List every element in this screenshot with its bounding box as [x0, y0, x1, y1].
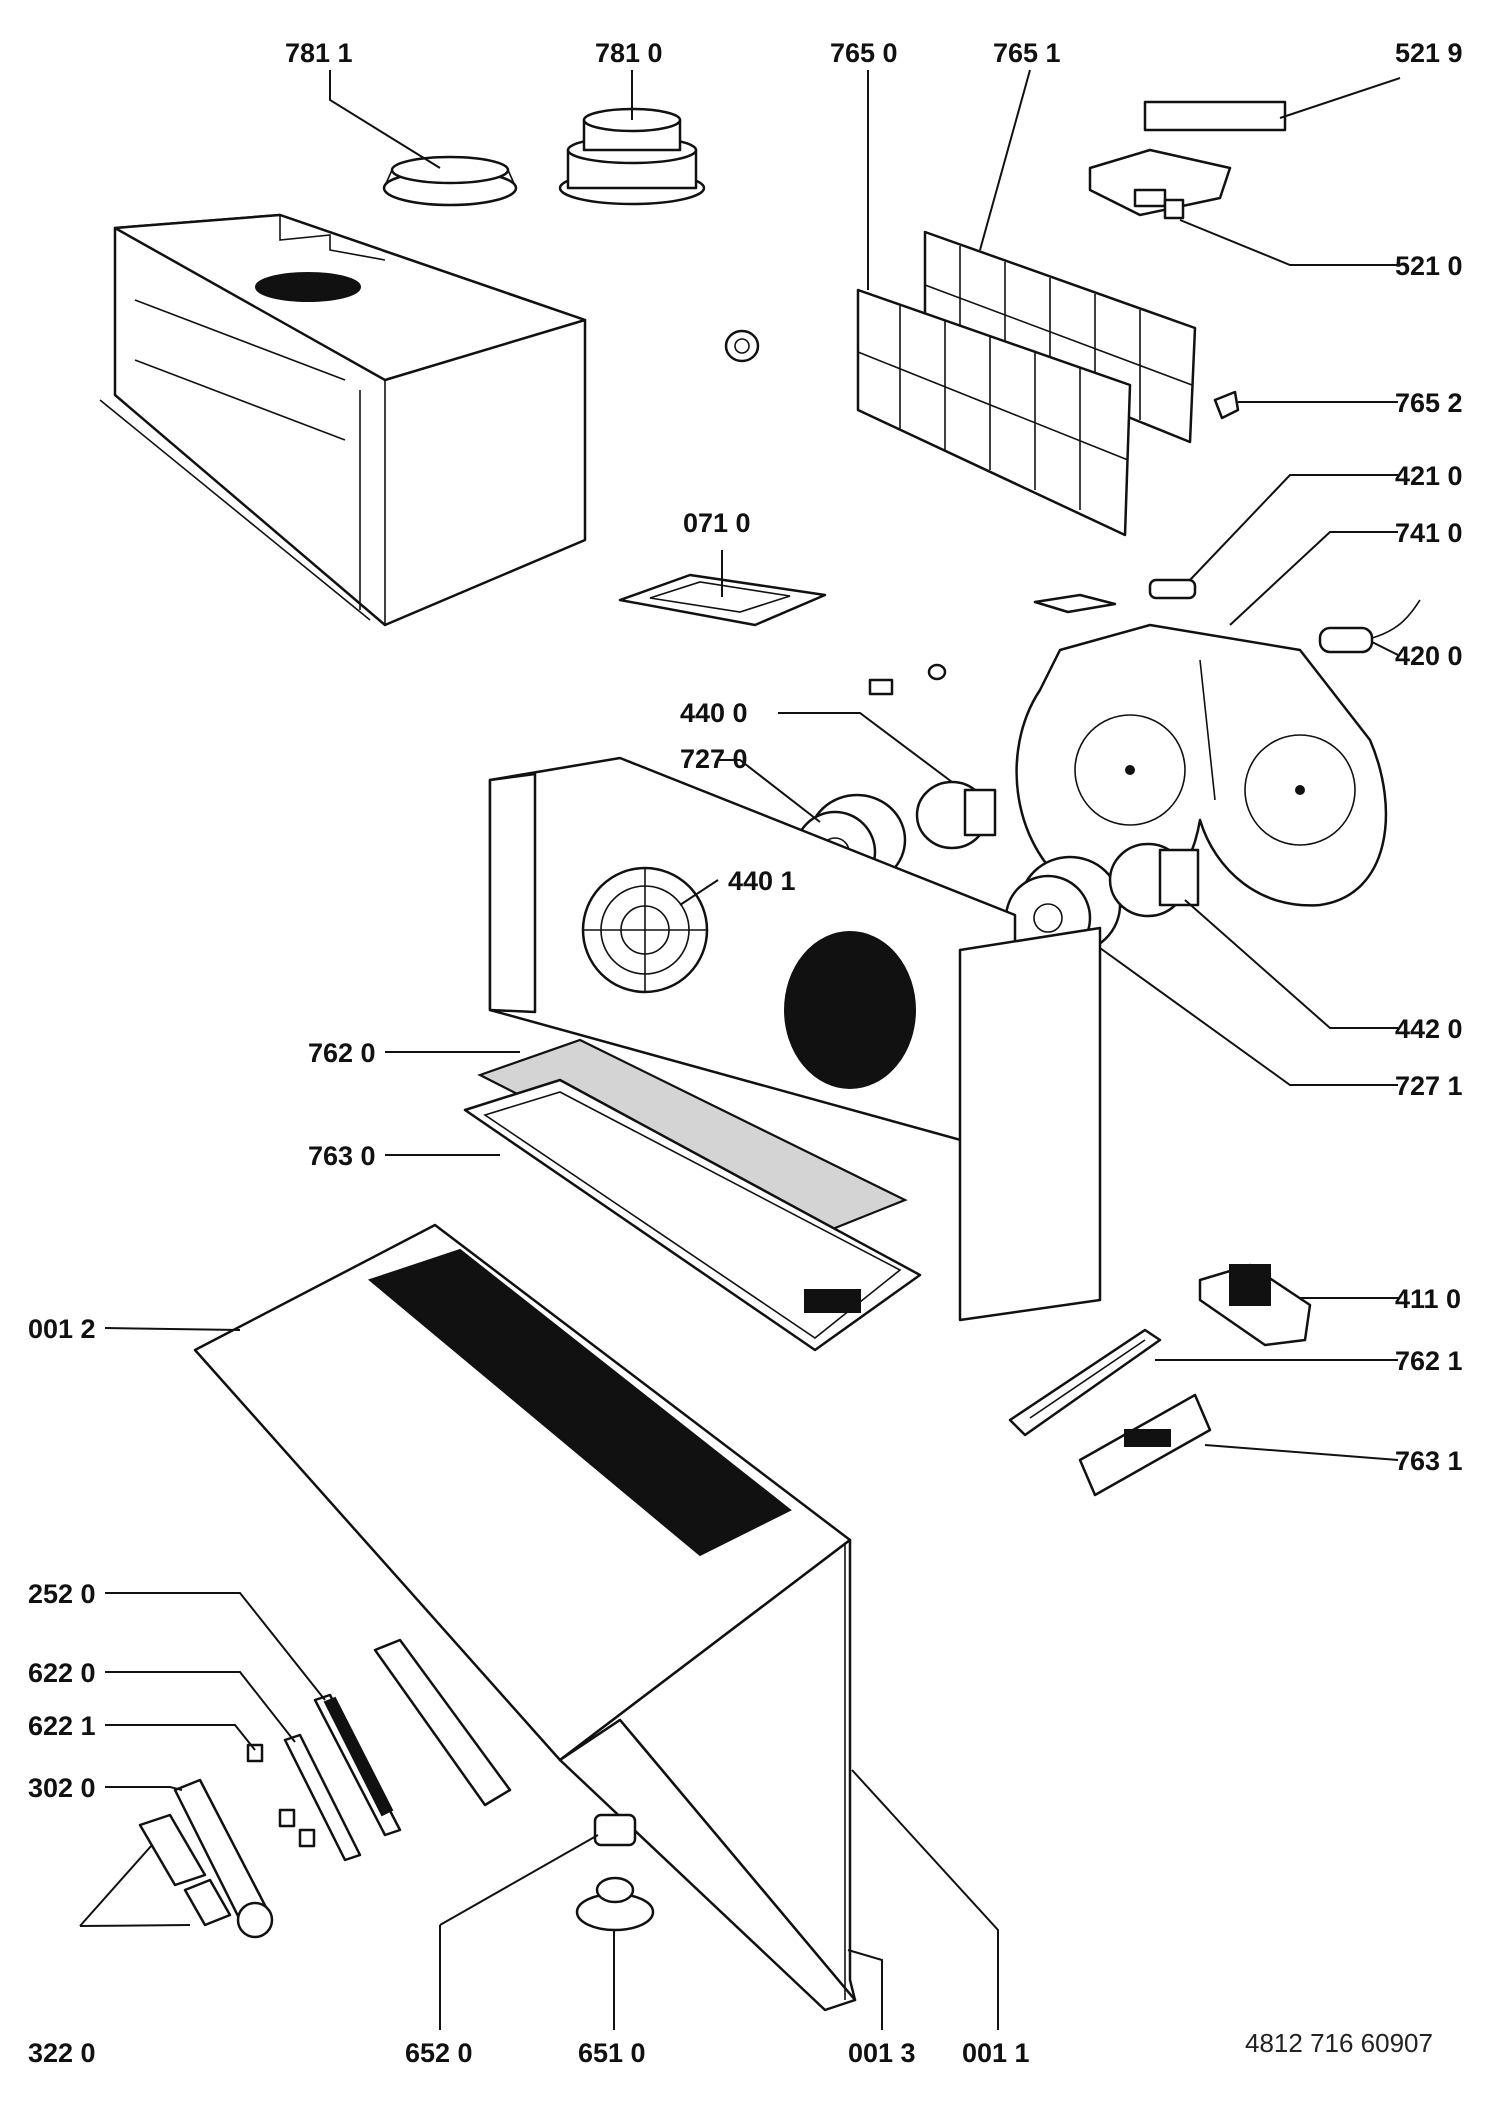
small-clip	[1213, 390, 1240, 420]
label-651-0: 651 0	[578, 2038, 646, 2068]
canopy-hood	[193, 1223, 857, 2012]
leader-lines	[79, 69, 1401, 2030]
motor-left	[915, 780, 997, 850]
outlet-collar-stepped	[558, 107, 706, 206]
motor-panel	[488, 756, 1102, 1322]
label-763-1: 763 1	[1395, 1446, 1463, 1476]
label-322-0: 322 0	[28, 2038, 96, 2068]
label-652-0: 652 0	[405, 2038, 473, 2068]
switch-plates	[138, 1813, 232, 1927]
label-420-0: 420 0	[1395, 641, 1463, 671]
label-727-0: 727 0	[680, 744, 748, 774]
label-741-0: 741 0	[1395, 518, 1463, 548]
part-labels: 781 1 781 0 765 0 765 1 521 9 521 0 765 …	[28, 38, 1463, 2068]
filter-catch	[1078, 1393, 1212, 1497]
transformer	[1198, 1263, 1312, 1347]
lampholder-knob	[575, 1876, 655, 1932]
label-762-0: 762 0	[308, 1038, 376, 1068]
label-765-2: 765 2	[1395, 388, 1463, 418]
label-765-0: 765 0	[830, 38, 898, 68]
switch-bracket	[1088, 100, 1287, 220]
label-763-0: 763 0	[308, 1141, 376, 1171]
filter-frame-front	[856, 288, 1132, 537]
label-521-9: 521 9	[1395, 38, 1463, 68]
knob-bracket	[173, 1778, 274, 1939]
switch-buttons	[246, 1743, 316, 1848]
label-440-1: 440 1	[728, 866, 796, 896]
label-071-0: 071 0	[683, 508, 751, 538]
label-765-1: 765 1	[993, 38, 1061, 68]
label-252-0: 252 0	[28, 1579, 96, 1609]
document-number: 4812 716 60907	[1245, 2028, 1433, 2058]
label-421-0: 421 0	[1395, 461, 1463, 491]
label-001-3: 001 3	[848, 2038, 916, 2068]
label-521-0: 521 0	[1395, 251, 1463, 281]
label-781-1: 781 1	[285, 38, 353, 68]
label-622-1: 622 1	[28, 1711, 96, 1741]
label-762-1: 762 1	[1395, 1346, 1463, 1376]
filter-grid-frame	[463, 1078, 922, 1352]
capacitor-and-wires	[868, 578, 1421, 696]
label-001-2: 001 2	[28, 1314, 96, 1344]
label-622-0: 622 0	[28, 1658, 96, 1688]
switch-strip	[283, 1733, 362, 1862]
outlet-collar-small	[382, 155, 518, 207]
label-781-0: 781 0	[595, 38, 663, 68]
control-board	[313, 1638, 512, 1837]
label-411-0: 411 0	[1395, 1284, 1461, 1314]
label-440-0: 440 0	[680, 698, 748, 728]
filter-holder-plate	[618, 573, 827, 627]
top-housing	[99, 213, 587, 627]
label-442-0: 442 0	[1395, 1014, 1463, 1044]
ring-washer	[724, 329, 760, 363]
label-001-1: 001 1	[962, 2038, 1030, 2068]
filter-rail	[1008, 1328, 1162, 1437]
label-727-1: 727 1	[1395, 1071, 1463, 1101]
lamp-clip	[593, 1813, 637, 1847]
label-302-0: 302 0	[28, 1773, 96, 1803]
motor-right	[1108, 842, 1200, 918]
blower-housing	[1015, 623, 1388, 908]
